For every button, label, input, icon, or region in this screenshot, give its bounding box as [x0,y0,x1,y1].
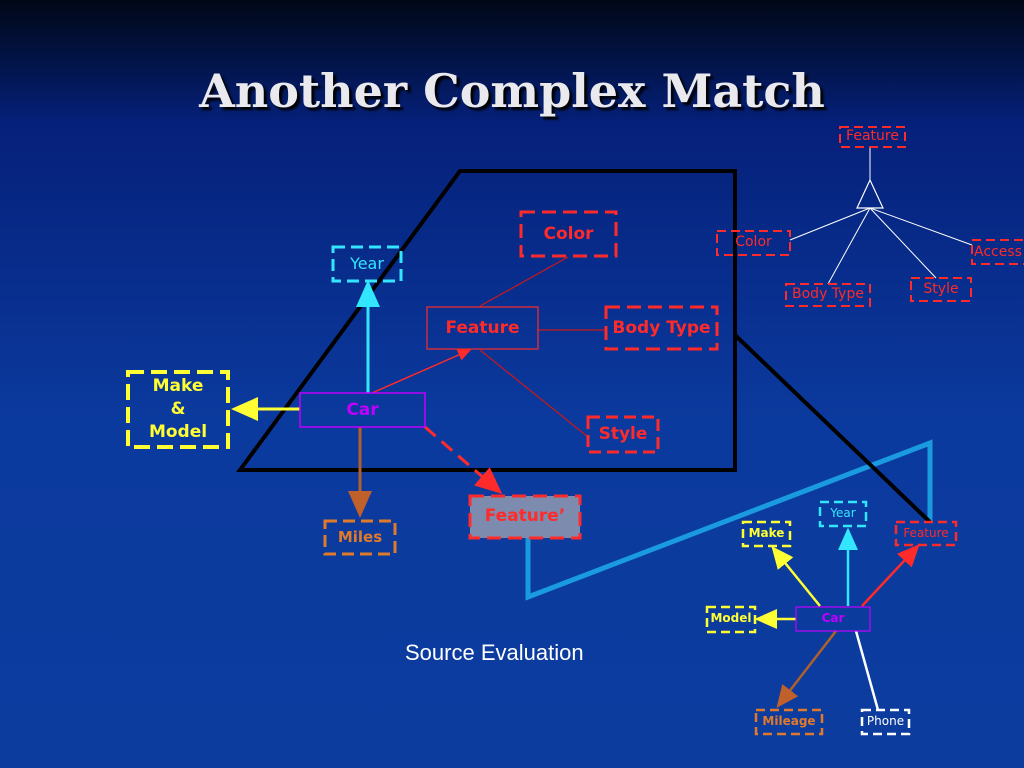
tr-body-type-box [785,283,871,307]
make-label: Make [152,376,204,396]
ampersand-label: & [170,399,186,419]
tr-feature-label: Feature [846,128,899,144]
tr-edge-color [789,207,871,241]
tr-style-box [910,277,972,302]
br-feature-box [894,520,958,547]
source-evaluation-caption: Source Evaluation [405,640,584,665]
br-edge-car-make [771,546,821,607]
tr-body-type-label: Body Type [792,286,864,302]
br-make-label: Make [748,526,785,540]
feature-label: Feature [445,318,520,338]
body-type-label: Body Type [612,318,711,338]
zoom-line-1 [733,333,932,524]
model-label: Model [148,422,208,442]
br-car-box [795,606,871,632]
br-mileage-label: Mileage [762,714,816,728]
feature-prime-box [468,494,582,540]
br-year-label: Year [830,506,856,520]
br-edge-car-mileage [776,630,837,708]
zoom-trapezoid [236,169,737,472]
edge-feature-color [479,256,569,307]
car-box [299,392,426,428]
br-car-label: Car [821,611,845,625]
body-type-box [604,305,719,351]
br-mileage-box [754,708,824,736]
br-feature-label: Feature [903,526,949,540]
edge-car-featureprime [424,425,503,494]
tr-style-label: Style [923,281,959,297]
miles-label: Miles [337,528,383,546]
miles-box [323,519,397,556]
br-make-box [741,520,792,548]
make-model-box [126,370,230,449]
feature-prime-label: Feature’ [484,506,566,526]
feature-box [426,306,539,350]
tr-access-label: Access [974,245,1022,260]
br-model-label: Model [710,611,752,625]
year-label: Year [350,254,384,273]
tr-color-box [716,230,791,256]
color-label: Color [543,224,594,244]
edge-feature-style [479,349,589,438]
mapping-outline [525,439,933,601]
year-box [331,245,403,283]
tr-access-box [971,239,1024,265]
br-edge-car-feature [861,544,920,607]
tr-feature-box [839,126,906,148]
tr-edge-style [869,207,937,279]
br-edge-car-phone [854,630,880,711]
car-label: Car [346,400,379,420]
br-phone-box [860,708,911,736]
color-box [519,210,618,258]
br-year-box [818,500,868,528]
tr-edge-access [869,207,973,246]
br-phone-label: Phone [866,714,905,728]
style-label: Style [598,424,648,444]
edge-car-feature [371,349,472,394]
tr-edge-bodytype [827,207,871,285]
tr-color-label: Color [735,234,772,250]
br-model-box [705,605,757,634]
slide-title: Another Complex Match [199,64,825,118]
tr-generalization-triangle [856,178,884,209]
